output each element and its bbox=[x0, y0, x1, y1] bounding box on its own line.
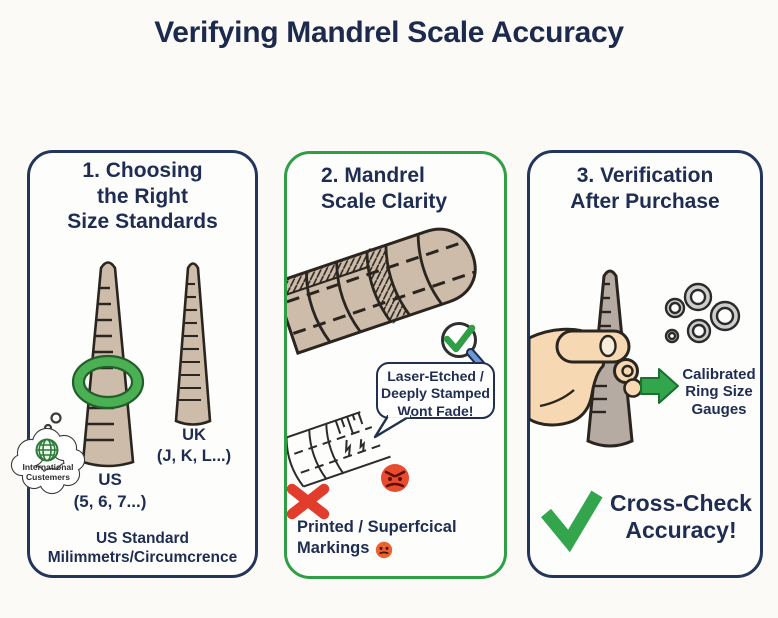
gauge-label-line: Gauges bbox=[691, 400, 747, 418]
uk-mandrel-illustration bbox=[174, 262, 212, 426]
faded-markings-sketch bbox=[287, 411, 391, 488]
speech-bubble: Laser-Etched / Deeply Stamped Wont Fade! bbox=[376, 362, 495, 419]
verification-illustration bbox=[529, 269, 741, 552]
speech-bubble-line: Wont Fade! bbox=[397, 402, 474, 419]
thought-bubble-line: International bbox=[22, 462, 74, 472]
thought-bubble-icon bbox=[10, 412, 86, 495]
gauge-label-line: Calibrated bbox=[682, 366, 756, 383]
panel-1-footer: US Standard Milimmetrs/Circumcrence bbox=[30, 529, 255, 568]
speech-bubble-line: Laser-Etched / bbox=[387, 368, 484, 384]
cross-check-line: Accuracy! bbox=[625, 517, 737, 544]
speech-bubble-line: Deeply Stamped bbox=[381, 385, 490, 402]
panel-1-card bbox=[27, 150, 258, 578]
panel-2-title-line: Scale Clarity bbox=[321, 189, 448, 213]
gauge-arrow-label: Calibrated Ring Size Gauges bbox=[676, 366, 762, 418]
thought-bubble-text: International Custemers bbox=[18, 462, 78, 482]
us-sizes: (5, 6, 7...) bbox=[73, 492, 147, 512]
caption-line: Markings bbox=[297, 539, 370, 558]
scale-clarity-illustration bbox=[287, 227, 489, 520]
panel-1-title-line: the Right bbox=[97, 184, 188, 208]
caption-line: Printed / Superfcical bbox=[297, 518, 457, 536]
panel-3-title: 3. Verification After Purchase bbox=[527, 163, 763, 214]
footer-line: Milimmetrs/Circumcrence bbox=[47, 549, 238, 567]
panel-2-title: 2. Mandrel Scale Clarity bbox=[321, 163, 501, 214]
annoyed-emoji-icon bbox=[376, 541, 393, 559]
x-mark-icon bbox=[287, 483, 330, 520]
check-mark-icon bbox=[540, 490, 603, 552]
angry-emoji-icon bbox=[381, 464, 409, 492]
uk-sizes: (J, K, L...) bbox=[156, 447, 232, 466]
globe-icon bbox=[35, 438, 59, 462]
uk-standard-label: UK (J, K, L...) bbox=[151, 425, 237, 468]
panel-1-title: 1. Choosing the Right Size Standards bbox=[27, 158, 258, 235]
panel-2-title-line: 2. Mandrel bbox=[321, 164, 425, 187]
panel-1-title-line: Size Standards bbox=[67, 210, 218, 234]
cross-check-line: Cross-Check bbox=[610, 490, 752, 516]
panel-2-caption: Printed / Superfcical Markings bbox=[297, 517, 497, 560]
gauge-label-line: Ring Size bbox=[685, 383, 753, 401]
hand-holding-mandrel bbox=[529, 327, 643, 427]
panel-3-title-line: After Purchase bbox=[570, 189, 720, 213]
footer-line: US Standard bbox=[95, 530, 189, 547]
right-arrow-icon bbox=[640, 368, 679, 404]
us-standard-label: US (5, 6, 7...) bbox=[67, 469, 153, 513]
panel-1-title-line: 1. Choosing bbox=[82, 159, 203, 182]
engraved-mandrel-cylinder bbox=[287, 227, 477, 355]
cross-check-label: Cross-Check Accuracy! bbox=[600, 490, 762, 544]
us-label: US bbox=[98, 470, 122, 489]
thought-bubble-line: Custemers bbox=[26, 472, 70, 483]
speech-bubble-tail bbox=[373, 415, 412, 439]
size-standards-illustration bbox=[10, 261, 212, 495]
ring-gauges-icon bbox=[664, 282, 741, 344]
panel-3-title-line: 3. Verification bbox=[576, 164, 714, 187]
green-ring-icon bbox=[71, 354, 145, 410]
uk-label: UK bbox=[182, 426, 206, 444]
page-title: Verifying Mandrel Scale Accuracy bbox=[154, 16, 624, 49]
